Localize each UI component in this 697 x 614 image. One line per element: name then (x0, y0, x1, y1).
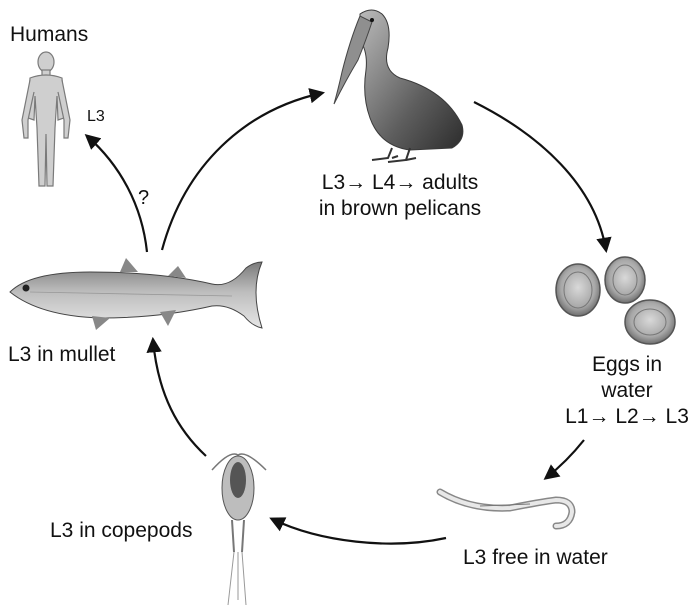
pelican-label-line1: L3→ L4→ adults (295, 170, 505, 196)
egg-cluster-icon (556, 257, 675, 344)
human-body-icon (22, 52, 70, 186)
humans-title: Humans (10, 22, 88, 48)
larva-label: L3 free in water (463, 545, 608, 571)
arrow-copepods-to-mullet (153, 340, 206, 456)
uncertain-transmission-mark: ? (138, 185, 149, 211)
eggs-label-line2: water (560, 378, 694, 404)
arrow-larva-to-copepods (272, 519, 446, 544)
pelican-label-line2: in brown pelicans (295, 196, 505, 222)
eggs-label: Eggs in water L1→ L2→ L3 (560, 352, 694, 430)
humans-stage-label: L3 (87, 108, 105, 126)
eggs-label-line1: Eggs in (560, 352, 694, 378)
arrow-eggs-to-larva (546, 440, 584, 478)
larva-icon (440, 492, 572, 526)
copepod-icon (212, 454, 266, 605)
pelican-label: L3→ L4→ adults in brown pelicans (295, 170, 505, 222)
pelican-icon (334, 10, 463, 162)
eggs-label-line3: L1→ L2→ L3 (560, 404, 694, 430)
mullet-label: L3 in mullet (8, 342, 115, 368)
mullet-fish-icon (10, 258, 262, 330)
copepods-label: L3 in copepods (50, 518, 192, 544)
